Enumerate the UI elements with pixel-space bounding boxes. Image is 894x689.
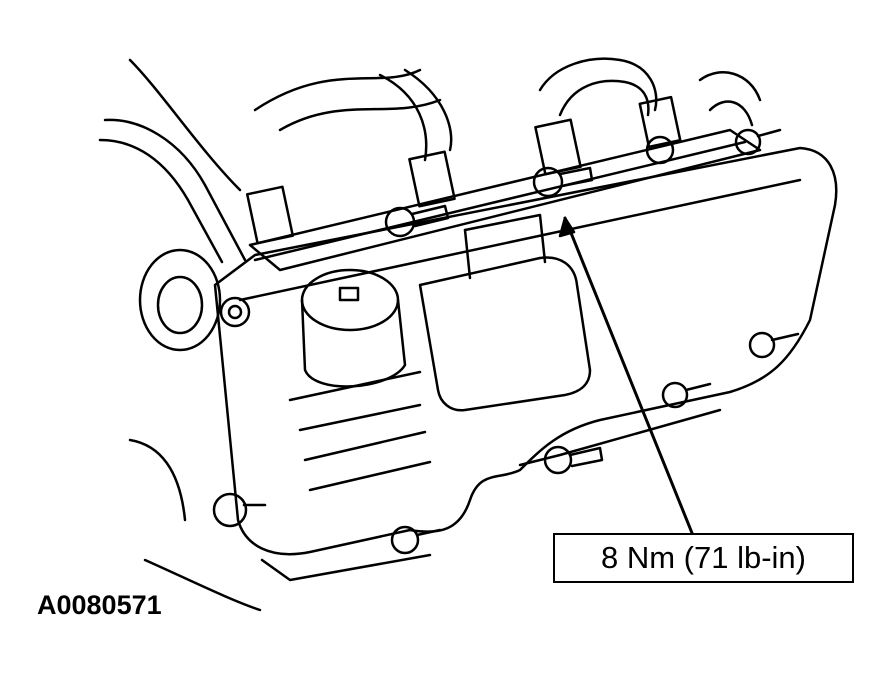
ignition-coil-cover [418, 213, 592, 412]
oil-filler-cap [300, 268, 407, 388]
background-hoses [98, 57, 762, 612]
figure-id-label: A0080571 [37, 590, 162, 620]
lifting-bracket [138, 248, 222, 352]
torque-callout: 8 Nm (71 lb-in) [553, 533, 854, 583]
valve-cover-bolts [212, 128, 800, 555]
callout-leader-line [558, 216, 694, 535]
valve-cover [213, 146, 838, 582]
